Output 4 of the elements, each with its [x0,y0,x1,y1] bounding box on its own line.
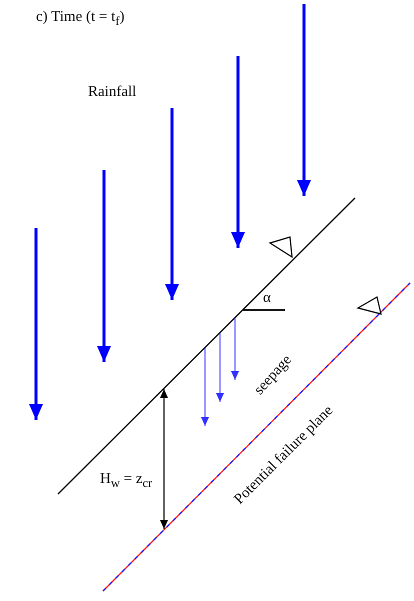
angle-symbol: α [263,291,271,306]
rainfall-label: Rainfall [88,85,136,100]
water-height-label: H$_{w}$ = z$_{cr}$ [100,472,152,490]
diagram-title: c) Time (t = t$_{f}$) [36,10,124,28]
